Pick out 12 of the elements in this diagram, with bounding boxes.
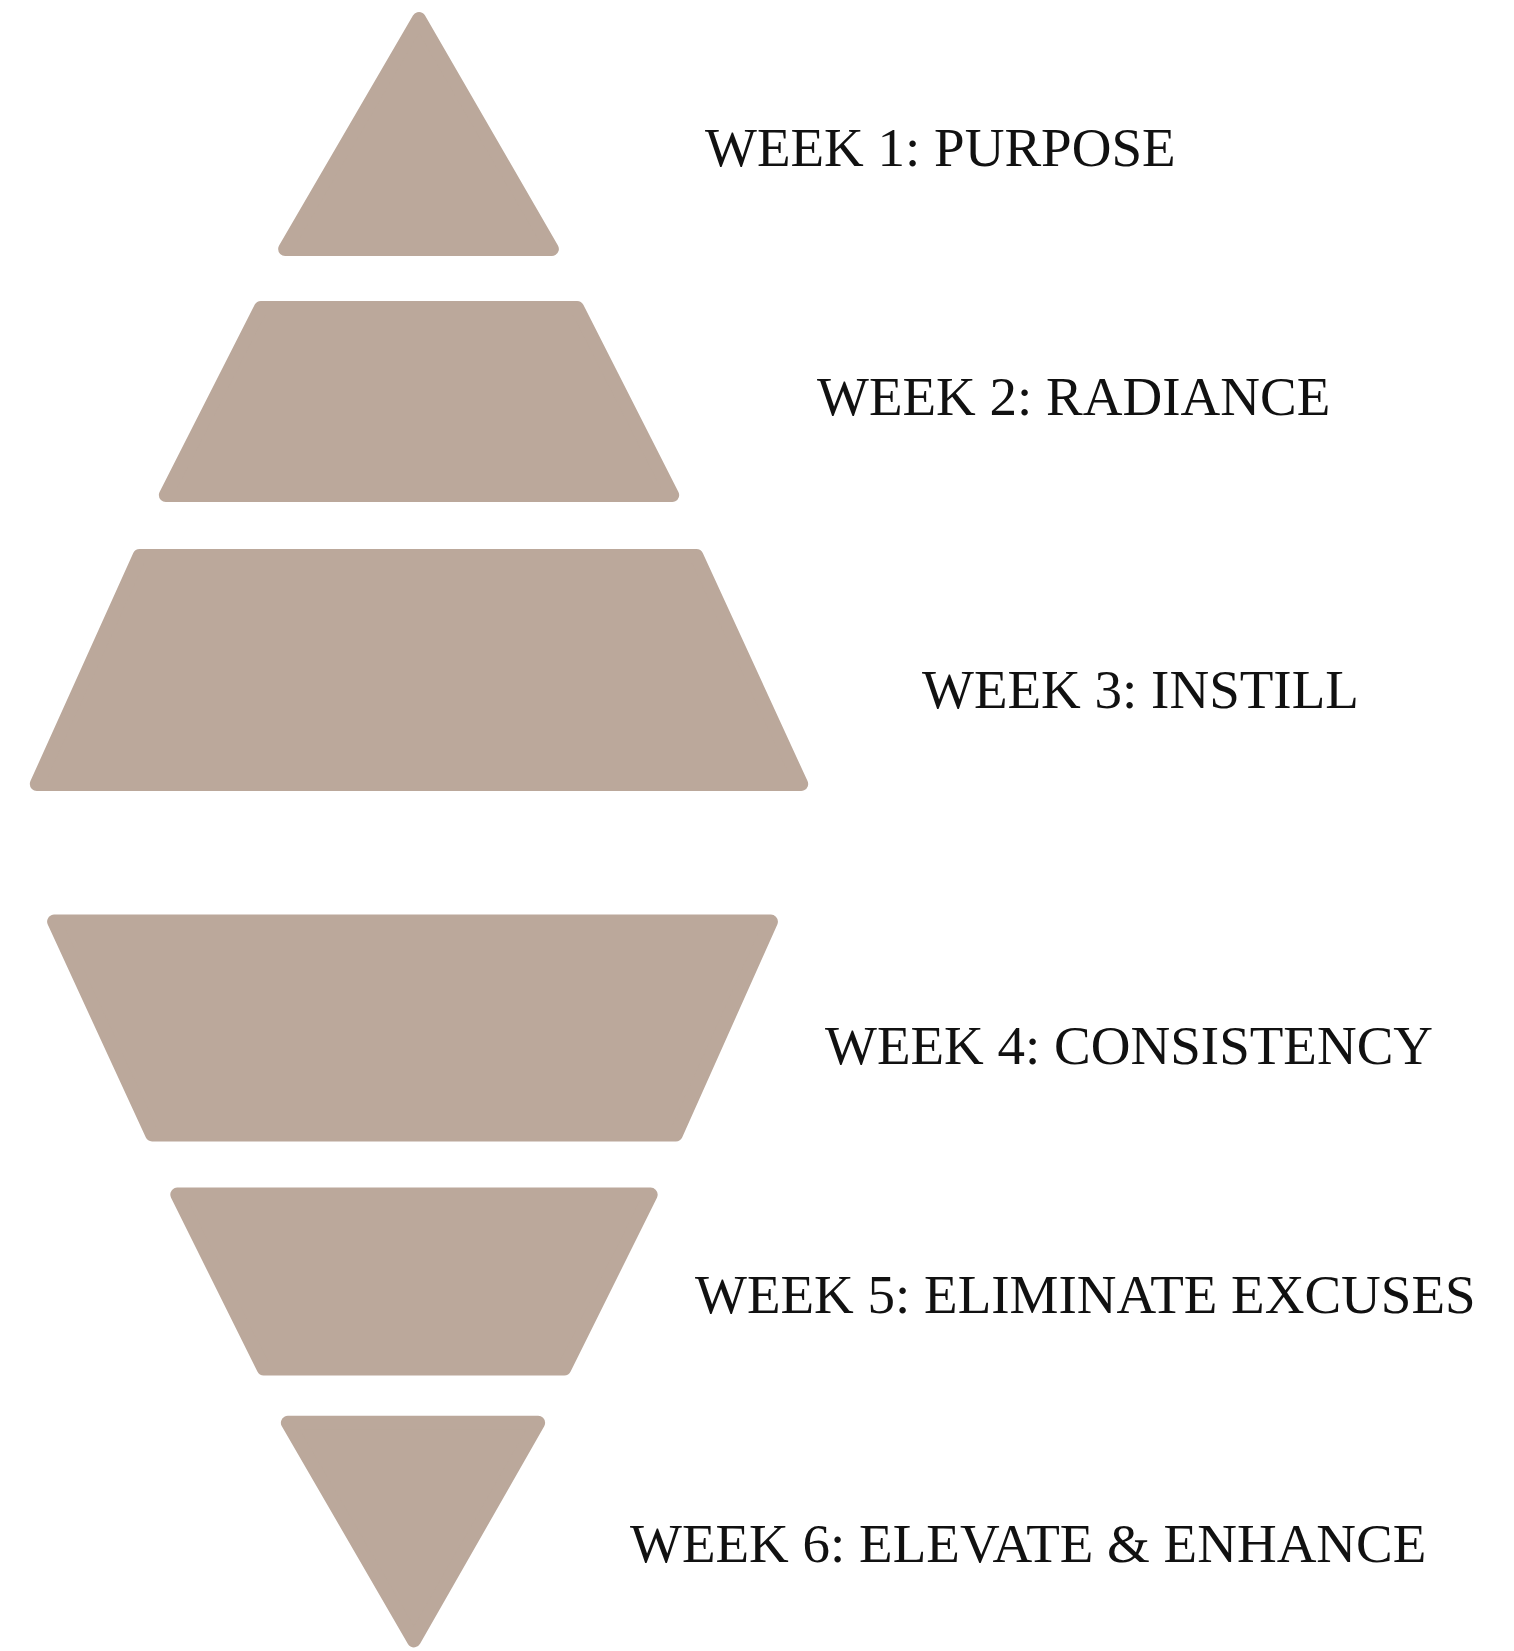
level-label: WEEK 3: INSTILL	[922, 661, 1359, 717]
triangle-level	[278, 12, 559, 256]
trapezoid-level	[29, 549, 809, 791]
trapezoid-level	[170, 1187, 658, 1376]
level-label: WEEK 4: CONSISTENCY	[825, 1017, 1434, 1073]
level-label: WEEK 2: RADIANCE	[817, 368, 1331, 424]
level-label: WEEK 1: PURPOSE	[705, 119, 1176, 175]
level-label: WEEK 5: ELIMINATE EXCUSES	[695, 1266, 1476, 1322]
trapezoid-level	[47, 914, 778, 1142]
trapezoid-level	[158, 300, 680, 503]
triangle-level	[280, 1415, 546, 1648]
level-label: WEEK 6: ELEVATE & ENHANCE	[630, 1515, 1427, 1571]
